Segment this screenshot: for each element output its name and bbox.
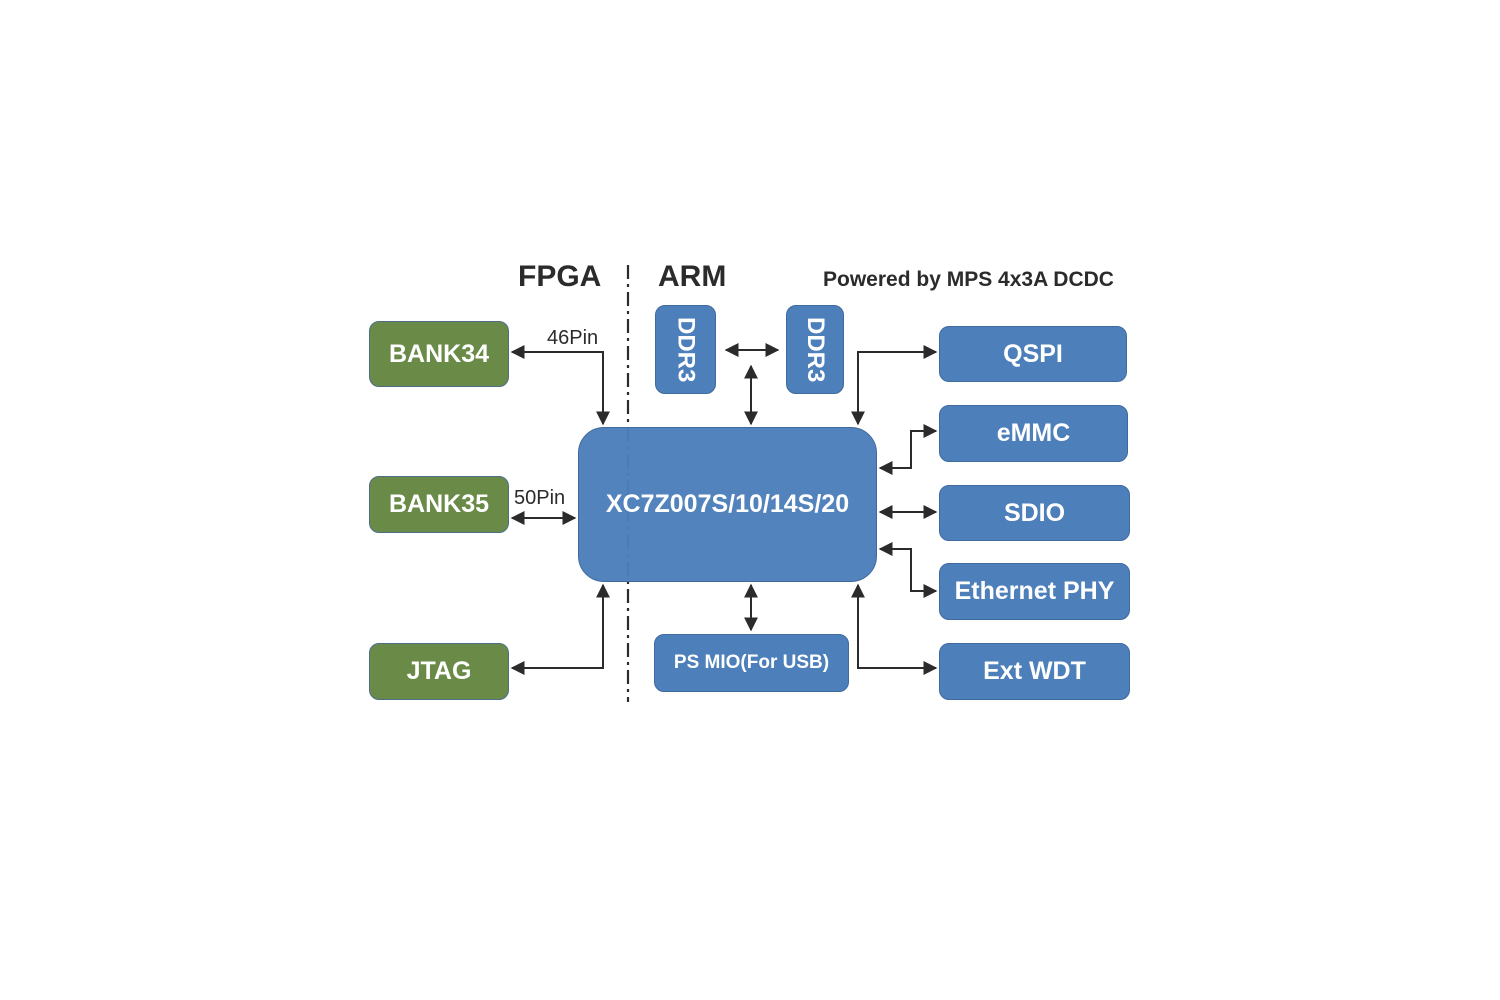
jtag-block: JTAG	[369, 643, 509, 700]
qspi-label: QSPI	[1003, 339, 1063, 368]
qspi-block: QSPI	[939, 326, 1127, 382]
bank35-block: BANK35	[369, 476, 509, 533]
soc-block: XC7Z007S/10/14S/20	[578, 427, 877, 582]
wdt-link	[851, 583, 938, 675]
ext-wdt-block: Ext WDT	[939, 643, 1130, 700]
emmc-block: eMMC	[939, 405, 1128, 462]
ps-mio-label: PS MIO(For USB)	[673, 652, 830, 673]
ethernet-link	[878, 542, 938, 598]
bank34-block: BANK34	[369, 321, 509, 387]
jtag-link	[510, 583, 610, 675]
bank35-label: BANK35	[388, 490, 490, 518]
ps-mio-block: PS MIO(For USB)	[654, 634, 849, 692]
arm-heading: ARM	[658, 260, 727, 293]
bank35-pin-label: 50Pin	[514, 487, 566, 509]
emmc-label: eMMC	[996, 419, 1071, 447]
ext-wdt-label: Ext WDT	[983, 657, 1086, 685]
ddr3-label-1: DDR3	[672, 316, 700, 383]
ddr3-block-1: DDR3	[655, 305, 716, 394]
soc-label: XC7Z007S/10/14S/20	[605, 490, 850, 518]
fpga-heading: FPGA	[518, 260, 602, 293]
jtag-label: JTAG	[406, 657, 472, 685]
ddr3-label-2: DDR3	[802, 316, 829, 383]
ddr3-block-2: DDR3	[786, 305, 844, 394]
bank34-pin-label: 46Pin	[547, 327, 599, 349]
emmc-link	[878, 424, 938, 475]
bank34-link	[510, 345, 610, 426]
bank34-label: BANK34	[388, 339, 490, 368]
sdio-block: SDIO	[939, 485, 1130, 541]
ethernet-phy-label: Ethernet PHY	[954, 577, 1115, 605]
sdio-label: SDIO	[1003, 498, 1066, 527]
power-note: Powered by MPS 4x3A DCDC	[823, 268, 1114, 291]
ethernet-phy-block: Ethernet PHY	[939, 563, 1130, 620]
qspi-link	[851, 345, 938, 426]
